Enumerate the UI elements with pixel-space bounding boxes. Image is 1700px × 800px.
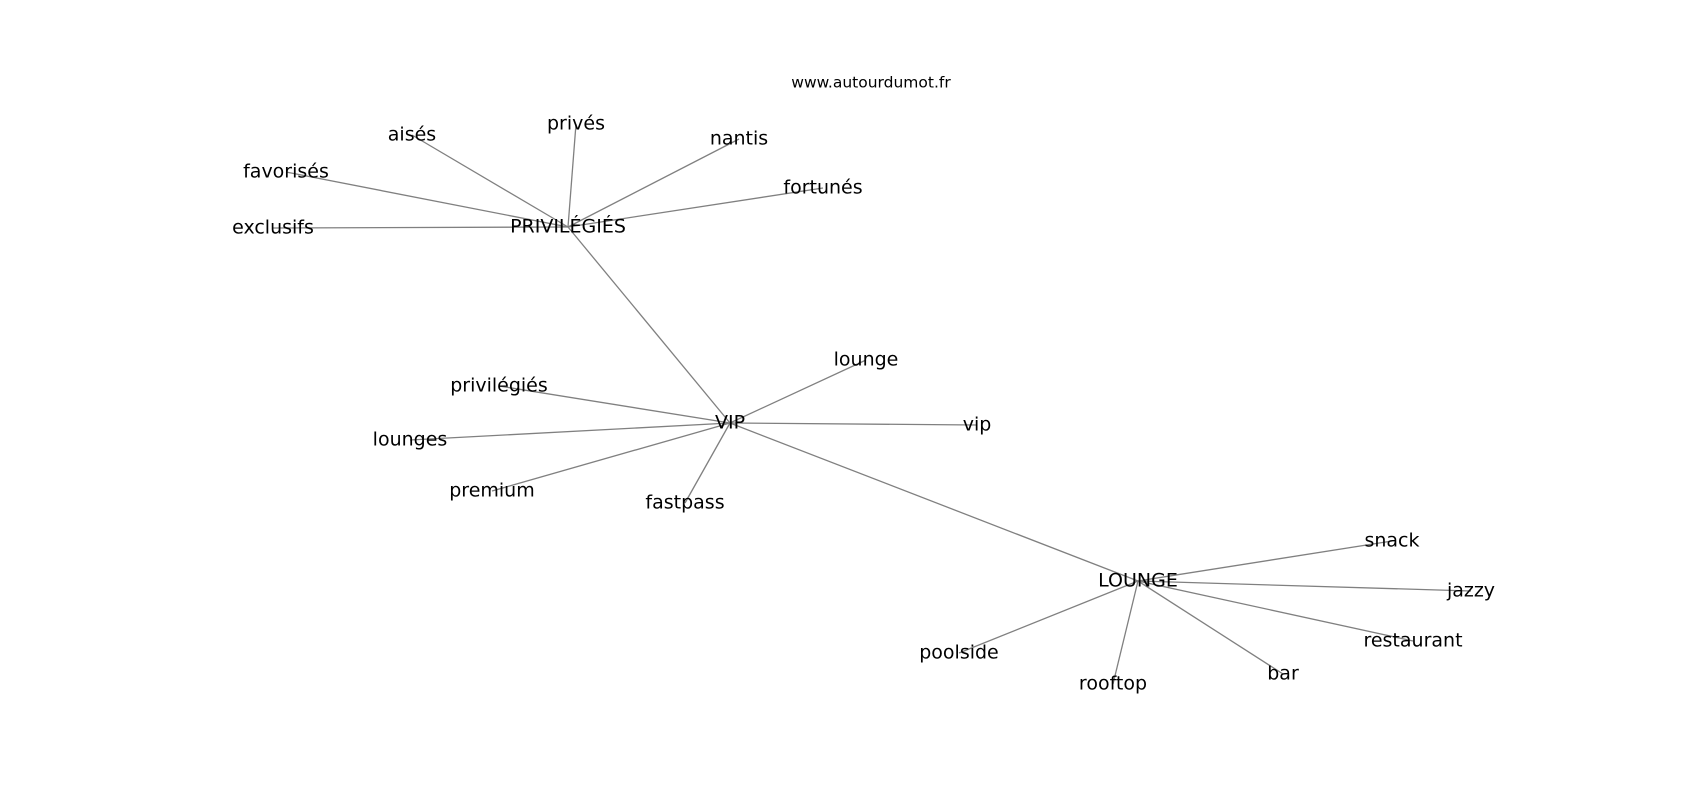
- edge-hub-vip-word-privilegies: [498, 385, 731, 424]
- graph-labels: www.autourdumot.fr PRIVILÉGIÉS VIP LOUNG…: [232, 74, 1495, 695]
- word-lounges: lounges: [373, 429, 448, 451]
- word-aises: aisés: [388, 124, 436, 146]
- edge-hub-privilegies-word-exclusifs: [272, 226, 569, 229]
- word-bar: bar: [1267, 663, 1299, 685]
- hub-privilegies: PRIVILÉGIÉS: [510, 215, 626, 238]
- edge-hub-lounge-word-restaurant: [1137, 580, 1414, 642]
- word-jazzy: jazzy: [1446, 580, 1495, 602]
- word-fastpass: fastpass: [645, 492, 724, 514]
- edge-hub-privilegies-word-aises: [411, 134, 569, 228]
- word-restaurant: restaurant: [1363, 630, 1462, 652]
- edge-hub-privilegies-word-fortunes: [567, 187, 824, 228]
- hub-vip: VIP: [715, 412, 745, 434]
- edge-hub-lounge-word-jazzy: [1137, 580, 1472, 592]
- edge-hub-vip-hub-lounge: [729, 422, 1139, 582]
- edge-hub-privilegies-word-prives: [567, 123, 577, 228]
- word-privilegies: privilégiés: [450, 375, 548, 397]
- word-rooftop: rooftop: [1079, 673, 1147, 695]
- watermark: www.autourdumot.fr: [791, 74, 951, 92]
- edge-hub-vip-word-lounges: [409, 422, 731, 441]
- word-exclusifs: exclusifs: [232, 217, 314, 239]
- word-fortunes: fortunés: [783, 177, 862, 199]
- word-premium: premium: [449, 480, 534, 502]
- word-snack: snack: [1364, 530, 1419, 552]
- word-vip: vip: [963, 414, 992, 436]
- edge-hub-lounge-word-bar: [1137, 580, 1284, 675]
- edge-hub-lounge-word-poolside: [958, 580, 1139, 654]
- edge-hub-vip-word-fastpass: [684, 422, 731, 504]
- edge-hub-vip-word-vip: [729, 422, 978, 426]
- edge-hub-lounge-word-rooftop: [1112, 580, 1139, 685]
- word-lounge: lounge: [834, 349, 899, 371]
- word-poolside: poolside: [919, 642, 999, 664]
- word-favorises: favorisés: [243, 161, 329, 183]
- word-nantis: nantis: [710, 128, 768, 150]
- edge-hub-vip-word-lounge: [729, 359, 867, 424]
- edge-hub-privilegies-hub-vip: [567, 226, 731, 424]
- edge-hub-vip-word-premium: [491, 422, 731, 492]
- edge-hub-lounge-word-snack: [1137, 540, 1393, 582]
- word-prives: privés: [547, 113, 605, 135]
- edge-hub-privilegies-word-nantis: [567, 138, 740, 228]
- graph-edges: [272, 123, 1472, 685]
- edge-hub-privilegies-word-favorises: [285, 171, 569, 228]
- hub-lounge: LOUNGE: [1098, 570, 1178, 592]
